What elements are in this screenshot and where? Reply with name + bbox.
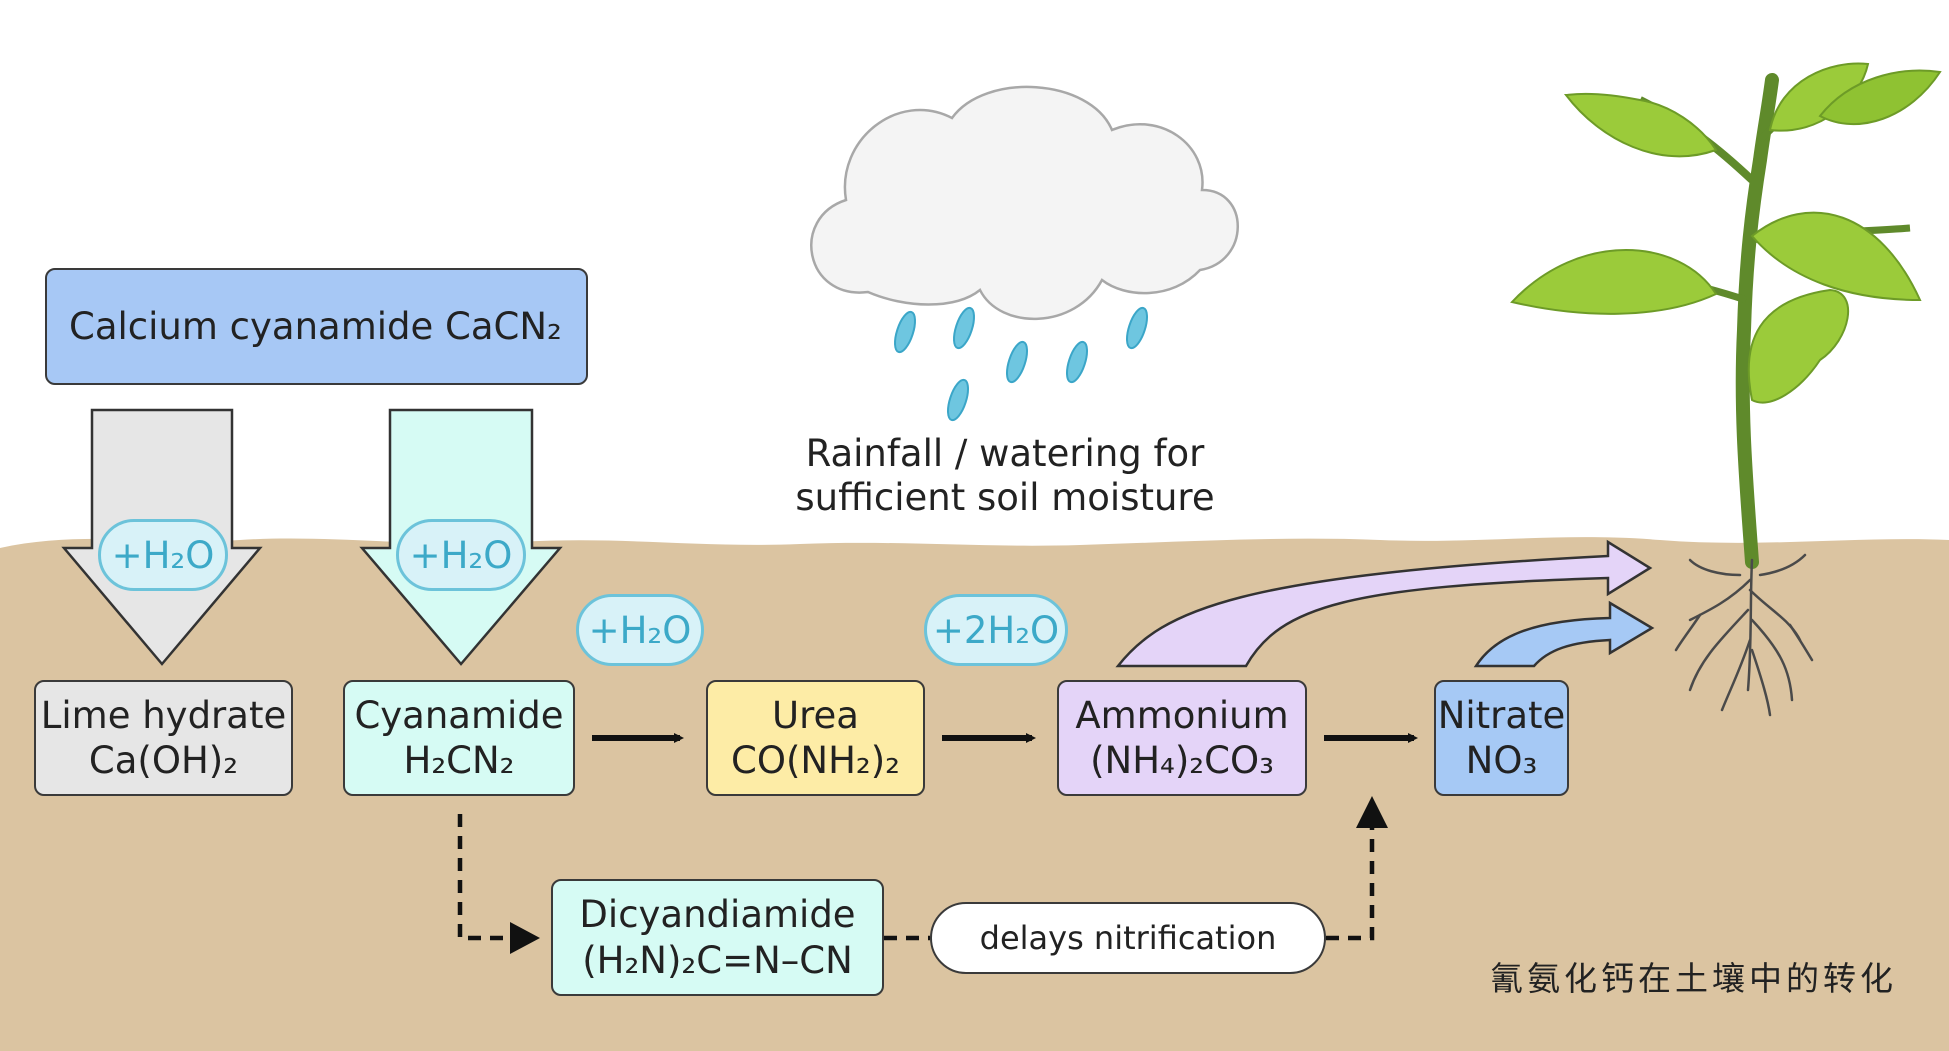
rain-drops — [893, 306, 1149, 422]
cyanamide-box: Cyanamide H₂CN₂ — [343, 680, 575, 796]
lime-hydrate-formula: Ca(OH)₂ — [88, 739, 239, 782]
cyanamide-formula: H₂CN₂ — [403, 739, 515, 782]
ammonium-formula: (NH₄)₂CO₃ — [1090, 739, 1274, 782]
rain-drop-icon — [952, 306, 976, 350]
water-pill-lime: +H₂O — [98, 519, 228, 591]
urea-formula: CO(NH₂)₂ — [731, 739, 900, 782]
dashed-path-note-to-nitrification — [1326, 826, 1375, 941]
soil-ground — [0, 537, 1949, 1051]
urea-name: Urea — [772, 693, 859, 737]
dashed-path-to-dicyandiamide — [457, 814, 510, 941]
roots-icon — [1674, 553, 1814, 717]
plant-icon — [1510, 62, 1942, 569]
nitrate-formula: NO₃ — [1465, 739, 1538, 782]
dicyandiamide-formula: (H₂N)₂C=N–CN — [582, 938, 853, 982]
calcium-cyanamide-box: Calcium cyanamide CaCN₂ — [45, 268, 588, 385]
ammonium-name: Ammonium — [1075, 693, 1289, 737]
water-pill-cyanamide: +H₂O — [396, 519, 526, 591]
rain-drop-icon — [1125, 306, 1149, 350]
chinese-caption: 氰氨化钙在土壤中的转化 — [1490, 959, 1897, 998]
dicyandiamide-name: Dicyandiamide — [579, 893, 856, 937]
delays-nitrification-note: delays nitrification — [930, 902, 1326, 974]
dashed-arrowhead-dicyandiamide — [510, 922, 540, 954]
rain-drop-icon — [893, 310, 917, 354]
water-pill-ammonium: +2H₂O — [924, 594, 1068, 666]
rain-label: Rainfall / watering for sufficient soil … — [795, 432, 1215, 520]
water-pill-urea: +H₂O — [576, 594, 704, 666]
nitrate-box: Nitrate NO₃ — [1434, 680, 1569, 796]
ammonium-box: Ammonium (NH₄)₂CO₃ — [1057, 680, 1307, 796]
rain-drop-icon — [946, 378, 970, 422]
urea-box: Urea CO(NH₂)₂ — [706, 680, 925, 796]
dashed-arrowhead-nitrification — [1356, 796, 1388, 828]
rain-drop-icon — [1005, 340, 1029, 384]
nitrate-name: Nitrate — [1437, 693, 1566, 737]
ammonium-uptake-arrow — [1115, 539, 1653, 668]
cloud-icon — [810, 85, 1239, 320]
lime-hydrate-box: Lime hydrate Ca(OH)₂ — [34, 680, 293, 796]
nitrate-uptake-arrow — [1473, 600, 1655, 668]
cyanamide-name: Cyanamide — [354, 693, 564, 737]
calcium-cyanamide-label: Calcium cyanamide CaCN₂ — [69, 304, 562, 348]
lime-hydrate-name: Lime hydrate — [40, 693, 287, 737]
dicyandiamide-box: Dicyandiamide (H₂N)₂C=N–CN — [551, 879, 884, 996]
rain-drop-icon — [1065, 340, 1089, 384]
